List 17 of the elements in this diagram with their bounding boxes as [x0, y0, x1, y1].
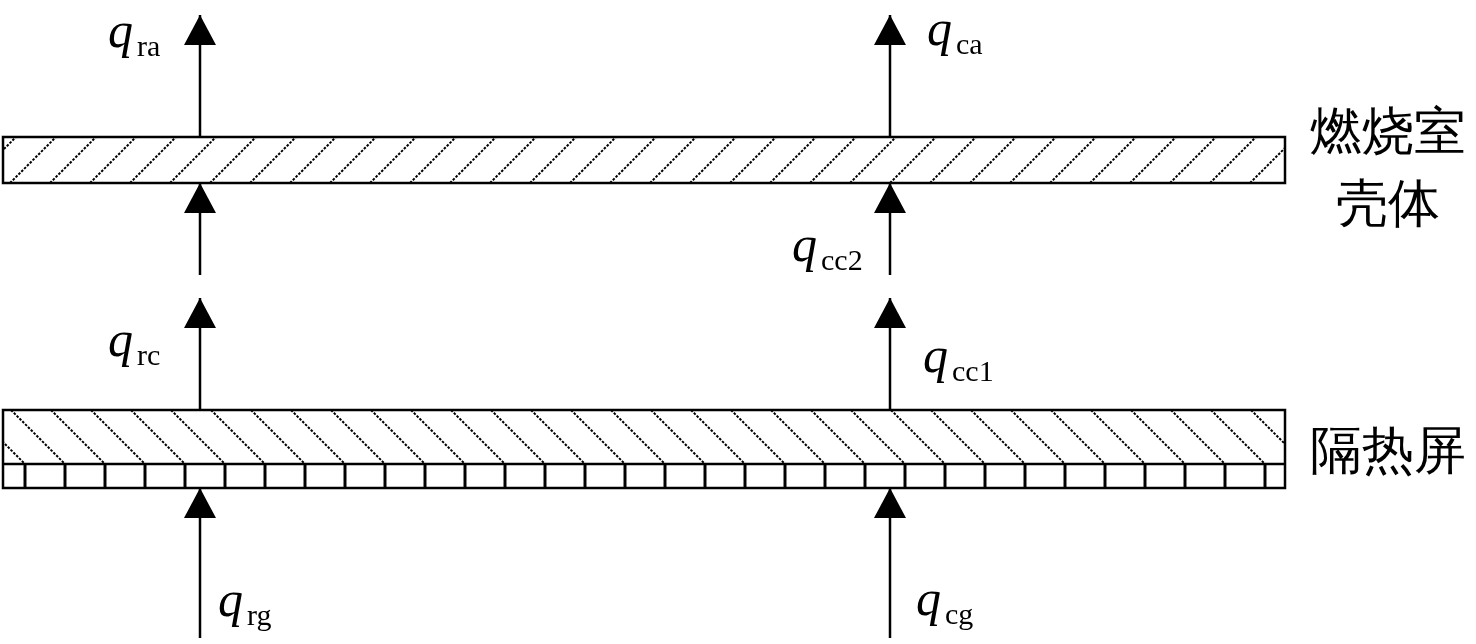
- edge-label: q$_{rg}$: [218, 574, 272, 630]
- arrow: [874, 15, 906, 137]
- wall-label: 燃烧室壳体: [1309, 102, 1467, 234]
- arrow: [184, 488, 216, 638]
- edge-label: q$_{cg}$: [916, 573, 974, 629]
- arrow: [184, 15, 216, 137]
- arrow: [874, 488, 906, 638]
- edge-label: q$_{rc}$: [108, 314, 161, 370]
- arrow: [874, 298, 906, 410]
- arrow: [184, 183, 216, 275]
- arrow: [184, 298, 216, 410]
- edge-label: q$_{ca}$: [927, 3, 983, 59]
- edge-label: q$_{ra}$: [108, 5, 161, 61]
- wall-label: 隔热屏: [1309, 421, 1467, 481]
- arrow: [874, 183, 906, 275]
- edge-label: q$_{cc2}$: [792, 219, 863, 275]
- edge-label: q$_{cc1}$: [923, 330, 994, 386]
